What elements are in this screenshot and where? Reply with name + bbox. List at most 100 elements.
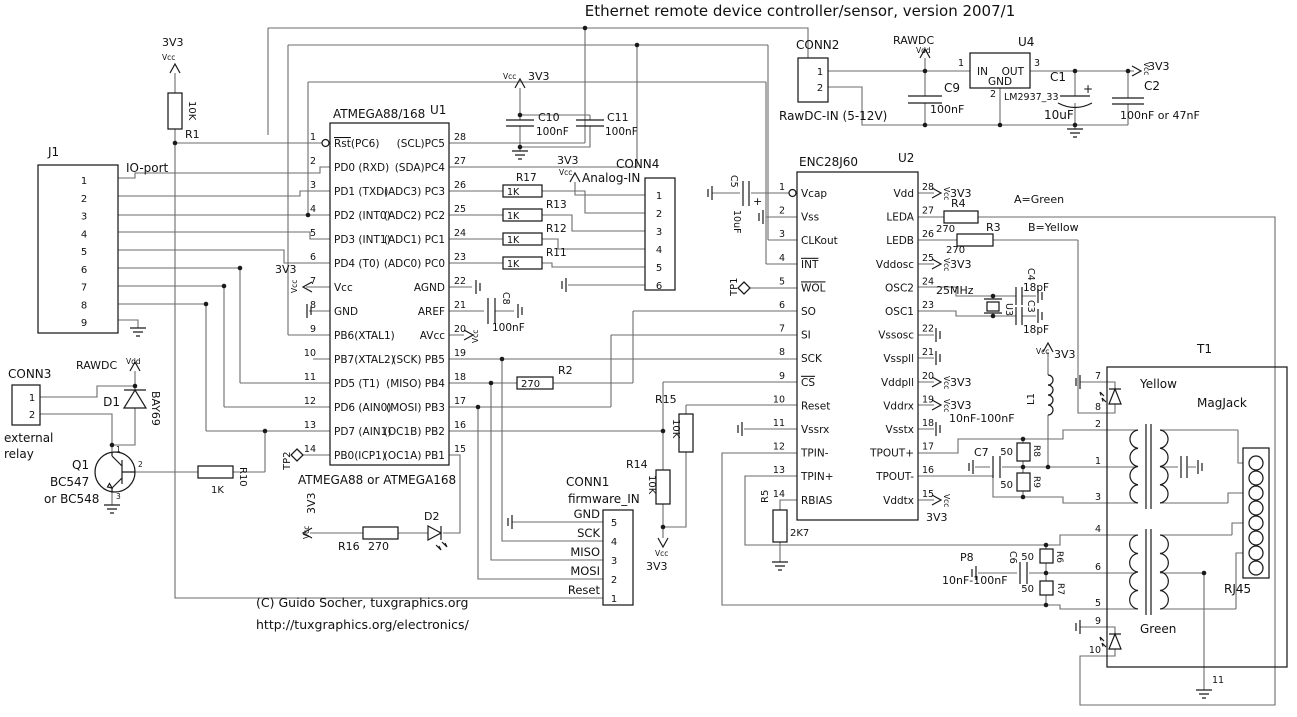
pin-name: LEDA bbox=[886, 212, 914, 224]
pin-label: 5 bbox=[611, 518, 617, 529]
pin-number: 22 bbox=[454, 276, 466, 287]
ground-icon bbox=[1195, 689, 1213, 699]
wires-tpin-network bbox=[978, 534, 1107, 610]
pin-name: INT bbox=[801, 259, 819, 271]
pin-name: (OC1B) PB2 bbox=[384, 426, 445, 438]
p8-ref: P8 bbox=[960, 551, 974, 564]
resistor-bodies bbox=[167, 92, 1054, 596]
pin-number: 7 bbox=[779, 324, 785, 335]
net-3v3: 3V3 bbox=[305, 492, 318, 514]
conn4-box bbox=[644, 177, 676, 291]
wires-tpout-network bbox=[918, 429, 1107, 504]
r6-ref: R6 bbox=[1054, 551, 1064, 563]
rj45-label: RJ45 bbox=[1224, 582, 1251, 596]
pin-name: AVcc bbox=[420, 330, 445, 342]
pin-label: 1 bbox=[81, 176, 87, 187]
pin-name: PB0(ICP1) bbox=[334, 450, 386, 462]
pin-name: OSC1 bbox=[885, 306, 914, 318]
ground-icon bbox=[507, 514, 513, 530]
pin-name: PB6(XTAL1) bbox=[334, 330, 395, 342]
t1-transformers bbox=[1129, 424, 1169, 615]
conn4-label: Analog-IN bbox=[582, 171, 640, 185]
r5-val: 2K7 bbox=[790, 528, 809, 539]
pin-name: WOL bbox=[801, 282, 826, 294]
r8-ref: R8 bbox=[1031, 445, 1041, 457]
pin-number: 27 bbox=[922, 206, 934, 217]
pin-number: 2 bbox=[310, 156, 316, 167]
diode-d1 bbox=[122, 388, 148, 409]
pin-number: 2 bbox=[779, 206, 785, 217]
ground-icon bbox=[771, 561, 789, 571]
conn3-note1: external bbox=[4, 431, 53, 445]
c10-ref: C10 bbox=[538, 111, 560, 124]
pin-number: 5 bbox=[310, 228, 316, 239]
t1-pin6: 6 bbox=[1095, 562, 1101, 573]
r8-val: 50 bbox=[1000, 447, 1013, 458]
c3-val: 18pF bbox=[1023, 324, 1049, 336]
led-d2 bbox=[427, 524, 448, 551]
pin-number: 20 bbox=[454, 324, 466, 335]
ground-icon bbox=[935, 327, 941, 343]
pin-number: 26 bbox=[922, 229, 934, 240]
conn1-box bbox=[602, 509, 634, 606]
pin-name: Vsstx bbox=[886, 424, 914, 436]
wires-top-buses bbox=[267, 27, 809, 336]
r9-ref: R9 bbox=[1031, 476, 1041, 488]
pin-number: 4 bbox=[779, 253, 785, 264]
net-vcc: Vcc bbox=[942, 187, 951, 200]
testpoint-tp1 bbox=[737, 281, 751, 295]
t1-pin11: 11 bbox=[1212, 675, 1224, 686]
ground-icon bbox=[935, 350, 941, 366]
u3-ref: U3 bbox=[1003, 303, 1014, 316]
ground-icon bbox=[103, 504, 121, 514]
pin-number: 1 bbox=[310, 132, 316, 143]
r3-ref: R3 bbox=[986, 221, 1001, 234]
t1-pin8: 8 bbox=[1095, 402, 1101, 413]
pin-name: Vssosc bbox=[878, 330, 914, 342]
c9-ref: C9 bbox=[944, 81, 960, 95]
r6-val: 50 bbox=[1021, 552, 1034, 563]
u2-pins-left: Vcap1Vss2CLKout3INT4WOL5SO6SI7SCK8CS9Res… bbox=[773, 182, 838, 507]
pin-name: Vcc bbox=[334, 282, 353, 294]
pin-label: 1 bbox=[817, 67, 823, 78]
pin-name: Vss bbox=[801, 212, 819, 224]
wires-c8-agnd-avcc bbox=[449, 286, 514, 336]
conn2-pin-numbers: 12 bbox=[817, 67, 823, 94]
q1-ref: Q1 bbox=[72, 458, 89, 472]
r10-val: 1K bbox=[211, 485, 224, 496]
ground-icon bbox=[129, 327, 147, 337]
pin-number: 7 bbox=[310, 276, 316, 287]
pin-number: 24 bbox=[454, 228, 466, 239]
u1-ref: U1 bbox=[430, 103, 446, 117]
ground-icon bbox=[561, 277, 567, 293]
net-vcc: Vcc bbox=[942, 258, 951, 271]
pin-name: (SCK) PB5 bbox=[392, 354, 445, 366]
net-vcc: Vcc bbox=[290, 280, 299, 293]
q1-part: BC547 bbox=[50, 475, 89, 489]
pin-name: Vcap bbox=[801, 188, 827, 200]
r5-ref: R5 bbox=[760, 490, 771, 503]
pin-name: PD5 (T1) bbox=[334, 378, 380, 390]
pin-label: 5 bbox=[656, 263, 662, 274]
pin-number: 15 bbox=[454, 444, 466, 455]
pin-name: RBIAS bbox=[801, 495, 833, 507]
net-3v3: 3V3 bbox=[1148, 60, 1170, 73]
pin-number: 19 bbox=[922, 394, 934, 405]
pin-number: 21 bbox=[922, 347, 934, 358]
conn-j1-box bbox=[37, 164, 119, 334]
t1-pin7: 7 bbox=[1095, 371, 1101, 382]
c4-ref: C4 bbox=[1025, 268, 1036, 281]
u4-num2: 2 bbox=[990, 89, 996, 100]
net-3v3: 3V3 bbox=[950, 187, 972, 200]
net-3v3: 3V3 bbox=[528, 70, 550, 83]
pin-number: 11 bbox=[304, 372, 316, 383]
transistor-q1 bbox=[94, 451, 136, 493]
t1-pin3: 3 bbox=[1095, 492, 1101, 503]
ground-icon bbox=[1037, 308, 1043, 324]
pin-label: 3 bbox=[611, 556, 617, 567]
pin-number: 14 bbox=[304, 444, 316, 455]
r1-ref: R1 bbox=[185, 128, 200, 141]
